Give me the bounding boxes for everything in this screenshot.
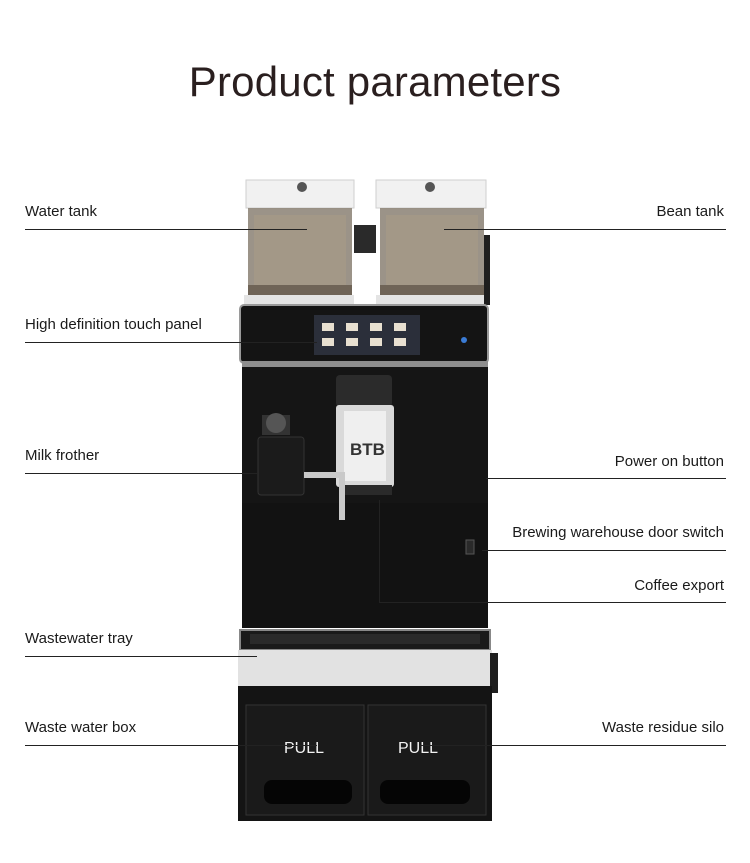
label-waste-residue-silo: Waste residue silo <box>602 719 724 736</box>
brand-mark: BTB <box>350 440 385 459</box>
leader-bean-tank <box>444 229 726 230</box>
leader-waste-water-box <box>25 745 317 746</box>
drawer-right-label: PULL <box>398 740 438 757</box>
label-wastewater-tray: Wastewater tray <box>25 630 133 647</box>
leader-coffee-export-vertical <box>379 500 380 602</box>
drip-tray-image <box>238 629 498 693</box>
label-touch-panel: High definition touch panel <box>25 316 202 333</box>
label-coffee-export: Coffee export <box>634 577 724 594</box>
label-waste-water-box: Waste water box <box>25 719 137 736</box>
water-tank-image <box>244 179 355 305</box>
leader-touch-panel <box>25 342 317 343</box>
drawer-left-label: PULL <box>284 740 324 757</box>
milk-frother-image <box>257 413 345 520</box>
label-water-tank: Water tank <box>25 203 97 220</box>
label-power-button: Power on button <box>614 453 724 470</box>
leader-door-switch <box>482 550 726 551</box>
label-door-switch: Brewing warehouse door switch <box>512 524 724 541</box>
bean-tank-image <box>375 179 488 305</box>
page-title: Product parameters <box>188 58 562 105</box>
coffee-machine-illustration: BTB PULL PULL <box>238 179 498 821</box>
leader-milk-frother <box>25 473 257 474</box>
leader-coffee-export <box>379 602 726 603</box>
leader-waste-residue-silo <box>420 745 726 746</box>
leader-water-tank <box>25 229 307 230</box>
leader-power-button <box>486 478 726 479</box>
leader-wastewater-tray <box>25 656 257 657</box>
label-bean-tank: Bean tank <box>656 203 724 220</box>
coffee-spout-image: BTB <box>336 375 394 495</box>
control-panel-image <box>239 304 489 364</box>
drawers-image: PULL PULL <box>238 686 492 821</box>
label-milk-frother: Milk frother <box>25 447 100 464</box>
